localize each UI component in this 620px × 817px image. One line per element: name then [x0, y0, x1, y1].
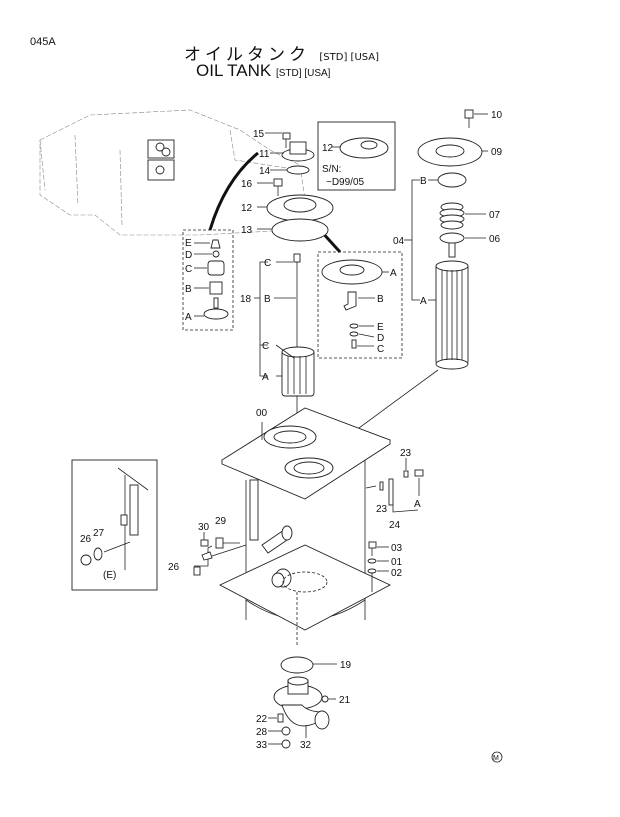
part-18-strainer — [254, 253, 315, 397]
callout-11: 11 — [259, 149, 270, 160]
sub-b-left: B — [185, 284, 192, 295]
sub-d-right: D — [377, 333, 384, 344]
page-code: 045A — [30, 36, 56, 48]
part-12-cover — [257, 178, 334, 242]
callout-21: 21 — [339, 695, 351, 706]
callout-26-detail: 26 — [80, 534, 92, 545]
title-en-text: OIL TANK — [196, 61, 272, 80]
serial-label: S/N: — [322, 164, 341, 175]
part-04-bracket — [404, 172, 486, 370]
detail-box-e-view — [71, 459, 158, 591]
callout-32: 32 — [300, 740, 312, 751]
sub-b-right: B — [377, 294, 384, 305]
callout-33: 33 — [256, 740, 268, 751]
sub-a-left: A — [185, 312, 192, 323]
callout-26: 26 — [168, 562, 180, 573]
callout-00: 00 — [256, 408, 268, 419]
sub-e-left: E — [185, 238, 192, 249]
callout-18: 18 — [240, 294, 252, 305]
callout-07: 07 — [489, 210, 501, 221]
sub-c-right: C — [377, 344, 384, 355]
callout-27: 27 — [93, 528, 105, 539]
title-japanese: オイルタンク [STD] [USA] — [184, 40, 379, 65]
detail-box-right — [317, 251, 403, 359]
callout-22: 22 — [256, 714, 268, 725]
sub-b-04: B — [420, 176, 427, 187]
callout-04: 04 — [393, 236, 405, 247]
part-11-cap-assembly — [265, 132, 315, 175]
part-09-plate — [417, 109, 488, 167]
title-english: OIL TANK [STD] [USA] — [196, 61, 330, 81]
sub-b-18: B — [264, 294, 271, 305]
left-side-parts — [193, 532, 247, 576]
m-mark-letter: M — [493, 755, 499, 762]
callout-13: 13 — [241, 225, 253, 236]
sub-c-18-top: C — [264, 258, 271, 269]
sub-e-right: E — [377, 322, 384, 333]
callout-10: 10 — [491, 110, 503, 121]
sub-c-left: C — [185, 264, 192, 275]
callout-19: 19 — [340, 660, 352, 671]
callout-14: 14 — [259, 166, 271, 177]
title-jp-tags: [STD] [USA] — [319, 52, 380, 63]
sub-c-18-bottom: C — [262, 341, 269, 352]
callout-30: 30 — [198, 522, 210, 533]
right-side-parts — [365, 458, 424, 592]
serial-number-box — [317, 121, 396, 191]
callout-06: 06 — [489, 234, 501, 245]
callout-12: 12 — [241, 203, 253, 214]
m-mark: M — [491, 751, 503, 763]
detail-box-e — [182, 229, 234, 331]
serial-value: ~D99/05 — [326, 177, 365, 188]
callout-23-bottom: 23 — [376, 504, 388, 515]
sub-d-left: D — [185, 250, 192, 261]
callout-28: 28 — [256, 727, 268, 738]
callout-29: 29 — [215, 516, 227, 527]
callout-24: 24 — [389, 520, 401, 531]
callout-03: 03 — [391, 543, 403, 554]
callout-12-variant: 12 — [322, 143, 334, 154]
sub-a-18: A — [262, 372, 269, 383]
callout-15: 15 — [253, 129, 265, 140]
sub-a-tank: A — [414, 499, 421, 510]
detail-e-label: (E) — [103, 570, 116, 581]
part-32-outlet — [268, 656, 337, 749]
part-00-oil-tank — [218, 407, 392, 645]
leader-to-detail-e — [208, 151, 259, 231]
sub-a-04: A — [420, 296, 427, 307]
title-en-tags: [STD] [USA] — [276, 68, 331, 79]
callout-01: 01 — [391, 557, 403, 568]
callout-23-top: 23 — [400, 448, 412, 459]
callout-02: 02 — [391, 568, 403, 579]
sub-a-right: A — [390, 268, 397, 279]
callout-09: 09 — [491, 147, 503, 158]
callout-16: 16 — [241, 179, 253, 190]
title-jp-text: オイルタンク — [184, 45, 310, 65]
